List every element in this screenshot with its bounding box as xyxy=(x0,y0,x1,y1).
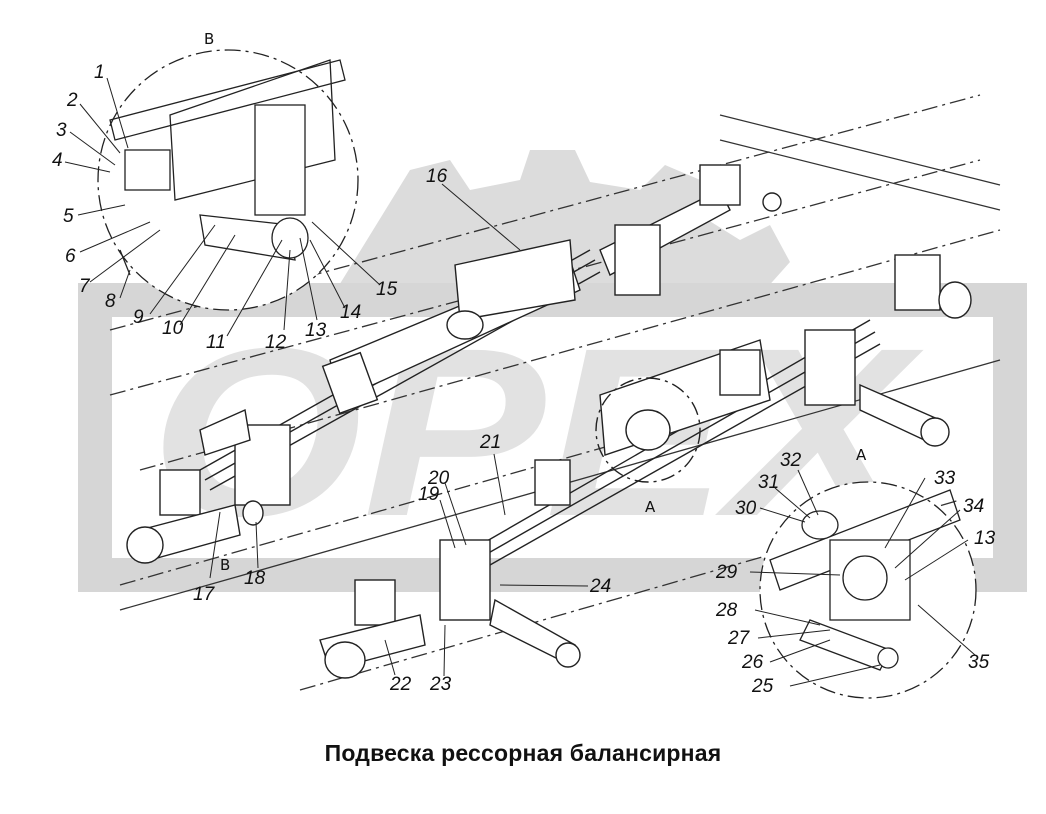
callout-34: 34 xyxy=(963,496,984,517)
callout-6: 6 xyxy=(65,246,76,267)
callout-25: 25 xyxy=(751,676,774,697)
callout-1: 1 xyxy=(94,62,105,83)
callout-11: 11 xyxy=(206,332,226,353)
leader-lines xyxy=(64,77,976,687)
callout-27: 27 xyxy=(727,628,751,649)
detail-view-b xyxy=(97,49,359,311)
callout-5: 5 xyxy=(63,206,74,227)
spring-assembly-right xyxy=(319,254,972,679)
callout-33: 33 xyxy=(934,468,956,489)
callout-15: 15 xyxy=(376,279,398,300)
callout-28: 28 xyxy=(715,600,738,621)
callout-12: 12 xyxy=(265,332,287,353)
callout-22: 22 xyxy=(389,674,412,695)
callout-13-top: 13 xyxy=(305,320,327,341)
callout-29: 29 xyxy=(715,562,738,583)
callout-4: 4 xyxy=(52,150,63,171)
callout-10: 10 xyxy=(162,318,184,339)
diagram-caption: Подвеска рессорная балансирная xyxy=(324,740,722,766)
callout-19: 19 xyxy=(418,484,440,505)
callout-31: 31 xyxy=(758,472,779,493)
callout-32: 32 xyxy=(780,450,802,471)
callout-24: 24 xyxy=(589,576,611,597)
view-letter-bottom-left: B xyxy=(220,556,230,574)
callout-18: 18 xyxy=(244,568,266,589)
view-letter-center: A xyxy=(645,498,656,516)
callout-20: 20 xyxy=(427,468,450,489)
spring-assembly-left xyxy=(126,164,782,564)
callout-35: 35 xyxy=(968,652,990,673)
callout-3: 3 xyxy=(56,120,67,141)
detail-view-a xyxy=(759,481,977,699)
callout-26: 26 xyxy=(741,652,764,673)
callout-16: 16 xyxy=(426,166,448,187)
callout-7: 7 xyxy=(79,276,91,297)
callout-8: 8 xyxy=(105,291,116,312)
callout-9: 9 xyxy=(133,307,144,328)
view-letter-right: A xyxy=(856,446,867,464)
view-letter-top-left: B xyxy=(204,30,214,48)
callout-17: 17 xyxy=(193,584,216,605)
callout-21: 21 xyxy=(479,432,501,453)
callout-13-right: 13 xyxy=(974,528,996,549)
callout-23: 23 xyxy=(429,674,452,695)
callout-30: 30 xyxy=(735,498,757,519)
callout-14: 14 xyxy=(340,302,361,323)
callout-2: 2 xyxy=(66,90,78,111)
